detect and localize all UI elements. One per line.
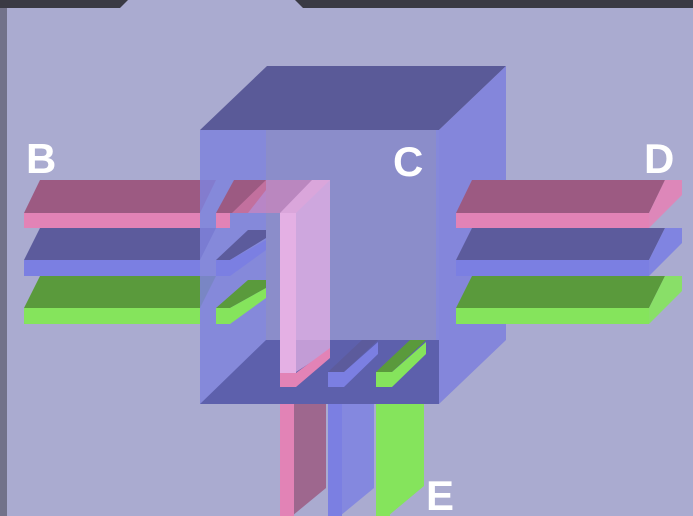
bottom-green-bar-face	[376, 404, 390, 516]
vertical-connector-front	[280, 213, 296, 373]
right-green-bar-top	[456, 276, 665, 308]
floor-blue-stub-face	[328, 342, 378, 387]
right-green-bar-end	[649, 276, 682, 324]
inner-green-stub-top	[216, 280, 266, 308]
right-bar-group-d	[456, 180, 682, 324]
floor-blue-stub-top	[328, 340, 378, 372]
bottom-green-bar-side	[388, 404, 424, 516]
right-pink-bar-end	[649, 180, 682, 228]
inner-pink-stub-face	[216, 213, 230, 228]
top-frame-right	[295, 0, 693, 8]
top-frame-left	[0, 0, 128, 8]
box-top-face	[200, 66, 506, 130]
right-blue-bar-end	[649, 228, 682, 276]
bottom-pink-bar-face	[280, 404, 294, 516]
vertical-connector-side	[280, 180, 330, 372]
label-e: E	[426, 472, 454, 516]
right-pink-bar-face	[456, 213, 649, 228]
floor-stubs	[328, 340, 426, 387]
right-pink-bar-top	[456, 180, 665, 213]
floor-green-stub-top	[376, 340, 426, 372]
left-blue-bar-face	[24, 260, 200, 276]
inner-green-stub-face	[216, 288, 266, 324]
left-pink-bar-top	[24, 180, 216, 213]
floor-green-stub-face	[376, 342, 426, 387]
left-bar-group-b	[24, 180, 216, 324]
box-floor	[200, 340, 439, 404]
bottom-blue-bar-face	[328, 404, 342, 516]
vertical-connector-foot	[280, 348, 330, 387]
bottom-bar-group-e	[280, 404, 424, 516]
right-green-bar-face	[456, 308, 649, 324]
right-blue-bar-top	[456, 228, 665, 260]
label-b: B	[26, 135, 56, 182]
inner-blue-stub-face	[216, 240, 266, 276]
label-d: D	[644, 135, 674, 182]
right-blue-bar-face	[456, 260, 649, 276]
vertical-connector	[232, 180, 330, 387]
label-c: C	[393, 138, 423, 185]
bottom-pink-bar-side	[292, 404, 326, 516]
bottom-blue-bar-side	[340, 404, 374, 516]
left-green-bar-face	[24, 308, 200, 324]
inner-blue-stub-top	[216, 230, 266, 260]
left-green-bar-top	[24, 276, 216, 308]
left-blue-bar-top	[24, 228, 216, 260]
left-border	[0, 0, 7, 516]
left-pink-bar-face	[24, 213, 200, 228]
inner-left-stubs	[216, 180, 266, 324]
